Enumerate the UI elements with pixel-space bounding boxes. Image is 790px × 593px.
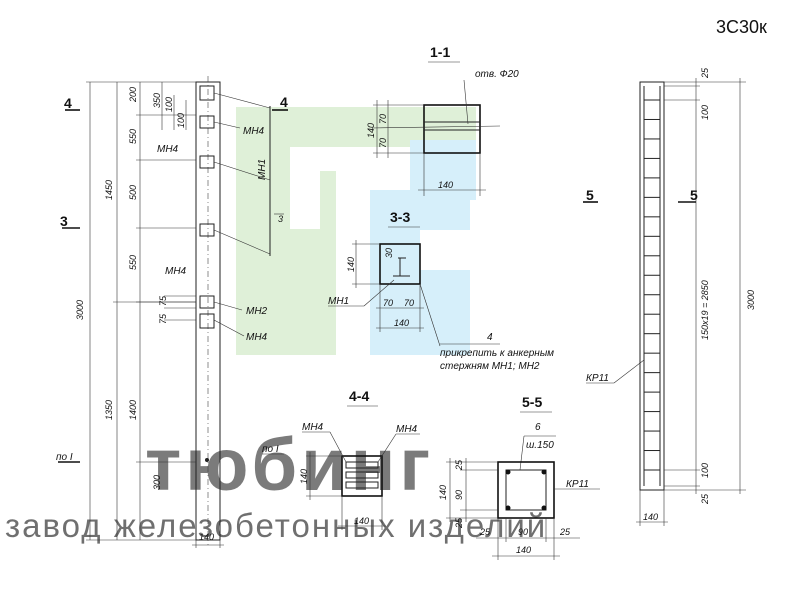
mark-3-left: 3	[60, 213, 68, 229]
s55-v-90: 90	[454, 490, 464, 500]
s33-note-2: стержням МН1; МН2	[440, 361, 540, 372]
s11-width: 140	[438, 180, 453, 190]
section-4-4: 4-4 МН4 МН4 140 140	[299, 388, 420, 530]
section-5-5-title: 5-5	[522, 394, 542, 410]
s55-width: 140	[516, 545, 531, 555]
cage-mark-right: 5	[690, 187, 698, 203]
s11-dim-140: 140	[366, 123, 376, 138]
s33-callout-num: 4	[487, 332, 493, 343]
s33-note-1: прикрепить к анкерным	[440, 348, 554, 359]
label-mh4-b: МН4	[157, 144, 179, 155]
dim-75a: 75	[158, 295, 168, 306]
mark-3-right: 3	[278, 214, 283, 224]
watermark-small: завод железобетонных изделий	[5, 507, 547, 544]
column-elevation: 3000 1450 1350 200 550 500 550 1400 300 …	[56, 76, 288, 548]
logo-background	[236, 107, 476, 355]
dim-total: 3000	[75, 300, 85, 320]
mark-4-right: 4	[280, 94, 288, 110]
s33-dim-30: 30	[384, 248, 394, 258]
s55-h-25a: 25	[479, 527, 491, 537]
dim-500: 500	[128, 185, 138, 200]
dim-lower: 1350	[104, 400, 114, 420]
dim-300: 300	[152, 475, 162, 490]
cage-label: КР11	[586, 373, 609, 384]
dim-350: 350	[152, 93, 162, 108]
section-5-5: 5-5 6 ш.150 КР11 25 90 25 140 25 90 25 1…	[438, 394, 600, 560]
s55-v-25a: 25	[454, 459, 464, 471]
dim-200: 200	[128, 87, 138, 103]
s11-dim-70a: 70	[378, 138, 388, 148]
column-width: 140	[199, 532, 214, 542]
mark-bottom-right: по I	[262, 444, 279, 455]
s55-v-140: 140	[438, 485, 448, 500]
cage-top-100: 100	[700, 105, 710, 120]
s44-height: 140	[299, 469, 309, 484]
s55-v-25b: 25	[454, 517, 464, 529]
s33-width: 140	[394, 318, 409, 328]
watermark-big: тюбинг	[145, 423, 434, 506]
drawing-code: 3С30к	[716, 17, 767, 37]
label-mh2: МН2	[246, 306, 268, 317]
s44-label-right: МН4	[396, 424, 418, 435]
dim-550a: 550	[128, 129, 138, 144]
dim-1400: 1400	[128, 400, 138, 420]
section-4-4-title: 4-4	[349, 388, 369, 404]
s55-h-90: 90	[518, 527, 528, 537]
cage-bottom-100: 100	[700, 463, 710, 478]
label-mh4-d: МН4	[246, 332, 268, 343]
dim-100a: 100	[164, 97, 174, 112]
s33-dim-140: 140	[346, 257, 356, 272]
cage-bottom-25: 25	[700, 493, 710, 505]
s33-dim-70a: 70	[383, 298, 393, 308]
mark-bottom-left: по I	[56, 452, 73, 463]
s44-label-left: МН4	[302, 422, 324, 433]
dim-upper: 1450	[104, 180, 114, 200]
dim-100b: 100	[176, 113, 186, 128]
s33-label-mh1: МН1	[328, 296, 349, 307]
s55-h-25b: 25	[559, 527, 571, 537]
s33-dim-70b: 70	[404, 298, 414, 308]
s11-dim-70b: 70	[378, 114, 388, 124]
cage-mark-left: 5	[586, 187, 594, 203]
label-mh1: МН1	[257, 159, 268, 180]
section-1-1: 1-1 отв. Ф20 140 70 70 140	[366, 44, 519, 196]
cage-spacing: 150х19 = 2850	[700, 280, 710, 340]
section-3-3: 3-3 140 30 70 70 140 МН1 4 прикрепить к …	[328, 209, 554, 372]
s55-label: КР11	[566, 479, 589, 490]
mark-4-left: 4	[64, 95, 72, 111]
dim-550b: 550	[128, 255, 138, 270]
section-1-1-note: отв. Ф20	[475, 69, 519, 80]
dim-75b: 75	[158, 313, 168, 324]
s44-width: 140	[354, 516, 369, 526]
label-mh4-a: МН4	[243, 126, 265, 137]
reinforcement-cage: 25 100 100 25 150х19 = 2850 3000 5 5 КР1…	[583, 67, 756, 526]
label-mh4-c: МН4	[165, 266, 187, 277]
s55-pitch: ш.150	[526, 440, 554, 451]
cage-width: 140	[643, 512, 658, 522]
s55-pos: 6	[535, 422, 541, 433]
cage-top-25: 25	[700, 67, 710, 79]
section-3-3-title: 3-3	[390, 209, 410, 225]
cage-ties	[644, 99, 660, 471]
section-1-1-title: 1-1	[430, 44, 450, 60]
cage-total: 3000	[746, 290, 756, 310]
